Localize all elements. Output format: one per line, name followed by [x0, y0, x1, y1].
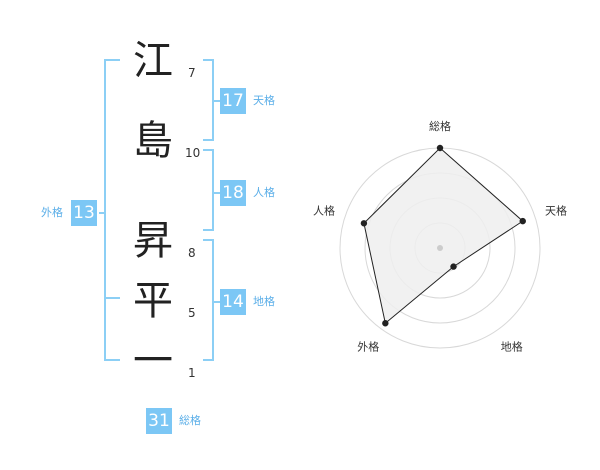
radar-axis-label-4: 人格 [313, 203, 335, 217]
radar-axis-label-0: 総格 [429, 119, 451, 133]
tenkaku-label: 天格 [253, 94, 275, 107]
radar-axis-label-1: 天格 [545, 203, 567, 217]
name-char-4: 平 [133, 278, 173, 324]
radar-points [360, 144, 526, 327]
jinkaku-bracket [203, 149, 214, 231]
soukaku-label: 総格 [179, 414, 201, 427]
gaikaku-value-badge: 13 [71, 200, 97, 226]
stroke-count-2: 10 [185, 146, 201, 160]
chikaku-bracket [203, 239, 214, 361]
tenkaku-value-badge: 17 [220, 88, 246, 114]
radar-center-dot [437, 245, 443, 251]
radar-point-2 [450, 263, 457, 270]
radar-axis-label-3: 外格 [357, 340, 379, 354]
gaikaku-label: 外格 [41, 206, 63, 219]
chikaku-value-badge: 14 [220, 289, 246, 315]
radar-point-0 [436, 144, 444, 152]
stroke-count-1: 7 [188, 66, 196, 80]
jinkaku-label: 人格 [253, 186, 275, 199]
name-char-1: 江 [133, 38, 173, 84]
stroke-count-4: 5 [188, 306, 196, 320]
gaikaku-bracket [104, 59, 120, 361]
name-char-2: 島 [133, 118, 173, 164]
radar-polygon [363, 147, 524, 325]
stroke-count-5: 1 [188, 366, 196, 380]
soukaku-value-badge: 31 [146, 408, 172, 434]
chikaku-label: 地格 [253, 295, 275, 308]
radar-point-4 [360, 220, 368, 227]
radar-axis-label-2: 地格 [501, 340, 523, 354]
name-char-3: 昇 [133, 218, 173, 264]
jinkaku-value-badge: 18 [220, 180, 246, 206]
radar-point-3 [382, 320, 389, 327]
name-char-5: 一 [133, 338, 173, 384]
stroke-count-3: 8 [188, 246, 196, 260]
radar-point-1 [519, 217, 526, 225]
